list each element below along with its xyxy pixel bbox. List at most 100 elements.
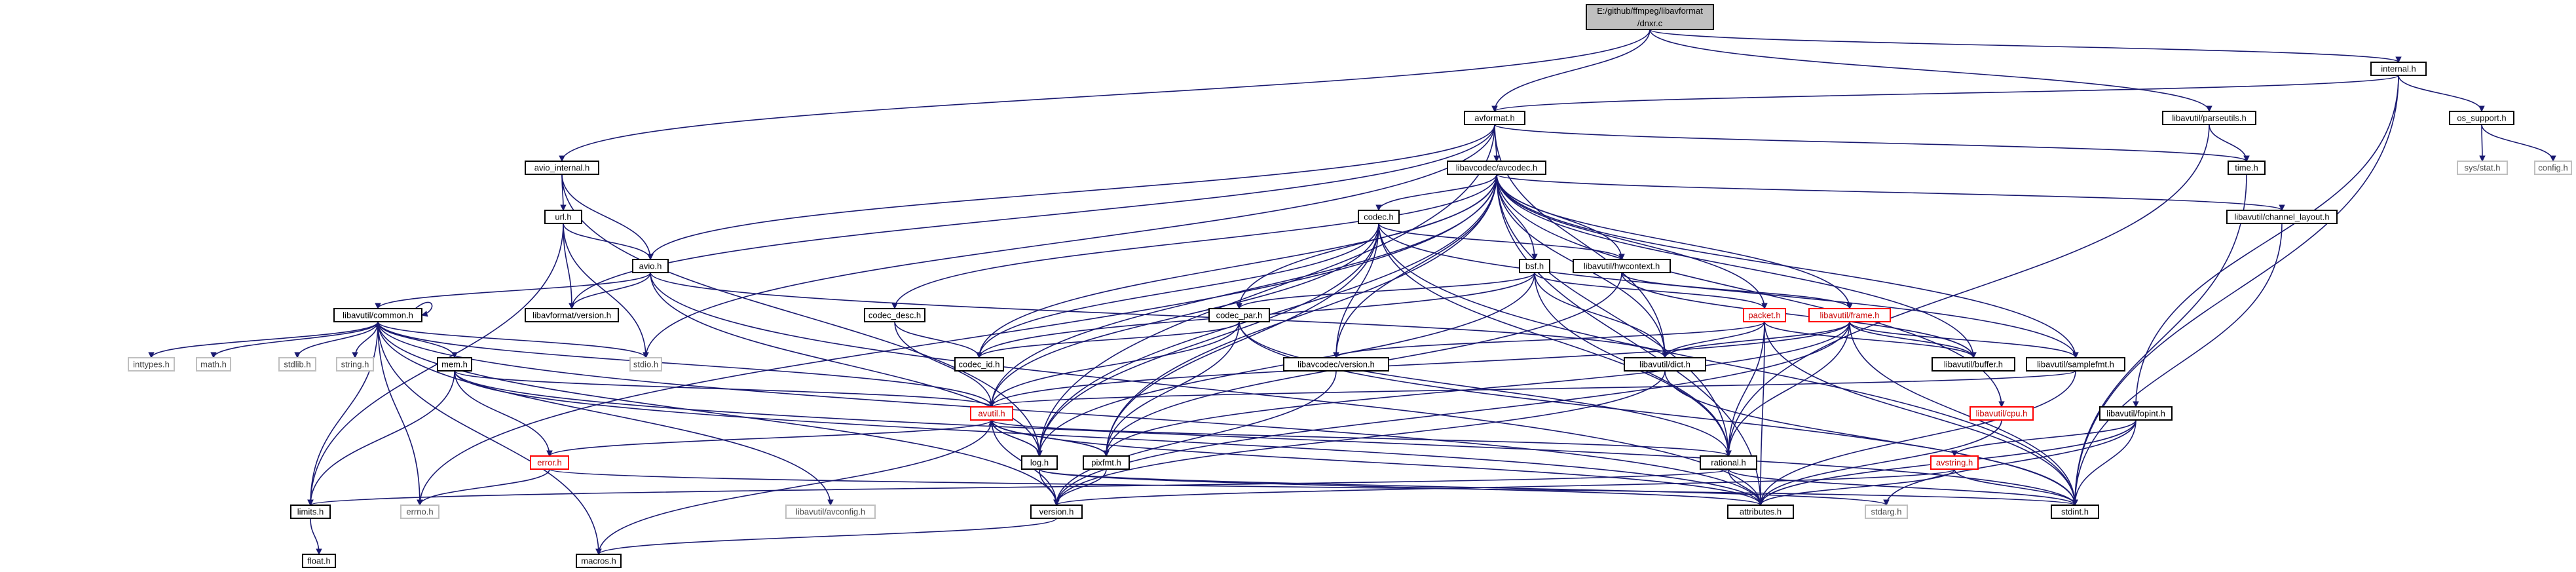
node-box <box>1624 357 1706 372</box>
edge-rational-to-attributes <box>1728 468 1764 506</box>
node-macros[interactable]: macros.h <box>576 554 622 568</box>
node-string[interactable]: string.h <box>336 357 374 372</box>
node-codec_desc[interactable]: codec_desc.h <box>864 308 925 322</box>
edge-internal-to-avformat <box>1491 75 2399 112</box>
node-hwcontext[interactable]: libavutil/hwcontext.h <box>1573 259 1671 273</box>
edge-avstring-to-stdint <box>1954 468 2078 506</box>
node-box <box>128 357 175 372</box>
node-box <box>1283 357 1389 372</box>
edge-avio-to-attributes <box>650 272 1764 506</box>
node-math[interactable]: math.h <box>196 357 231 372</box>
node-codec_par[interactable]: codec_par.h <box>1208 308 1270 322</box>
edge-packet-to-buffer <box>1764 321 1977 358</box>
edge-codec_par-to-rational <box>1239 321 1732 457</box>
node-avconfig[interactable]: libavutil/avconfig.h <box>785 505 876 519</box>
edge-avcodec-to-attributes <box>1496 174 1764 506</box>
node-label: sys/stat.h <box>2465 162 2501 172</box>
node-box <box>2534 161 2572 175</box>
node-samplefmt[interactable]: libavutil/samplefmt.h <box>2026 357 2125 372</box>
node-codec[interactable]: codec.h <box>1358 210 1400 224</box>
node-bsf[interactable]: bsf.h <box>1519 259 1550 273</box>
node-attributes[interactable]: attributes.h <box>1727 505 1794 519</box>
edge-avio_internal-to-avio <box>561 174 654 260</box>
node-label: libavutil/frame.h <box>1820 310 1879 320</box>
edge-codec-to-pixfmt <box>1103 223 1379 457</box>
node-codec_id[interactable]: codec_id.h <box>954 357 1004 372</box>
node-label: math.h <box>200 359 227 369</box>
node-version[interactable]: version.h <box>1030 505 1083 519</box>
node-avio_internal[interactable]: avio_internal.h <box>525 161 599 175</box>
node-label: libavutil/dict.h <box>1639 359 1690 369</box>
node-float[interactable]: float.h <box>302 554 336 568</box>
node-buffer[interactable]: libavutil/buffer.h <box>1932 357 2015 372</box>
node-label: bsf.h <box>1525 261 1544 271</box>
node-label: stdlib.h <box>284 359 310 369</box>
edge-root-to-internal <box>1649 29 2402 63</box>
node-packet[interactable]: packet.h <box>1743 308 1786 322</box>
node-label: codec_desc.h <box>868 310 921 320</box>
node-label: libavutil/parseutils.h <box>2172 113 2246 123</box>
node-time[interactable]: time.h <box>2228 161 2266 175</box>
node-sysstat[interactable]: sys/stat.h <box>2457 161 2508 175</box>
node-inttypes[interactable]: inttypes.h <box>128 357 175 372</box>
node-avstring[interactable]: avstring.h <box>1930 455 1979 470</box>
node-errno[interactable]: errno.h <box>400 505 439 519</box>
edge-mem-to-error <box>454 370 553 457</box>
node-box <box>970 406 1013 421</box>
node-config[interactable]: config.h <box>2534 161 2572 175</box>
edge-error-to-stdint <box>549 468 2078 506</box>
node-box <box>290 505 331 519</box>
node-url[interactable]: url.h <box>544 210 582 224</box>
node-box <box>530 455 569 470</box>
edge-fopint-to-stdint <box>2072 419 2137 506</box>
edge-common-to-macros <box>377 321 602 555</box>
node-dict[interactable]: libavutil/dict.h <box>1624 357 1706 372</box>
node-avcodec[interactable]: libavcodec/avcodec.h <box>1447 161 1546 175</box>
node-stdio[interactable]: stdio.h <box>629 357 662 372</box>
edge-packet-to-rational <box>1725 321 1765 457</box>
node-box <box>525 161 599 175</box>
edge-frame-to-avutil <box>988 321 1850 408</box>
node-common[interactable]: libavutil/common.h <box>333 308 422 322</box>
node-stdarg[interactable]: stdarg.h <box>1865 505 1908 519</box>
node-label: codec.h <box>1364 212 1394 221</box>
node-mem[interactable]: mem.h <box>437 357 472 372</box>
node-log[interactable]: log.h <box>1021 455 1058 470</box>
node-box <box>1727 505 1794 519</box>
node-frame[interactable]: libavutil/frame.h <box>1808 308 1891 322</box>
node-limits[interactable]: limits.h <box>290 505 331 519</box>
node-avio[interactable]: avio.h <box>632 259 669 273</box>
edge-log-to-stdarg <box>1039 468 1890 506</box>
node-avutil[interactable]: avutil.h <box>970 406 1013 421</box>
edge-dict-to-stdint <box>1664 370 2078 506</box>
node-parseutils[interactable]: libavutil/parseutils.h <box>2162 111 2256 125</box>
edge-avcodec-to-frame <box>1496 174 1853 309</box>
node-pixfmt[interactable]: pixfmt.h <box>1083 455 1130 470</box>
node-label: error.h <box>537 457 562 467</box>
node-avformat[interactable]: avformat.h <box>1464 111 1525 125</box>
edge-codec_par-to-codec_id <box>976 321 1240 358</box>
node-stdlib[interactable]: stdlib.h <box>278 357 316 372</box>
node-root[interactable]: E:/github/ffmpeg/libavformat/dnxr.c <box>1586 4 1714 30</box>
node-fopint[interactable]: libavutil/fopint.h <box>2099 406 2173 421</box>
edge-avcodec-to-packet <box>1496 174 1768 309</box>
edge-hwcontext-to-frame <box>1621 272 1853 309</box>
node-error[interactable]: error.h <box>530 455 569 470</box>
node-cpu[interactable]: libavutil/cpu.h <box>1969 406 2034 421</box>
node-stdint[interactable]: stdint.h <box>2051 505 2099 519</box>
node-lcversion[interactable]: libavcodec/version.h <box>1283 357 1389 372</box>
node-label: stdarg.h <box>1871 506 1902 516</box>
node-lfversion[interactable]: libavformat/version.h <box>525 308 619 322</box>
node-channel_layout[interactable]: libavutil/channel_layout.h <box>2226 210 2338 224</box>
node-box <box>1573 259 1671 273</box>
node-internal[interactable]: internal.h <box>2370 62 2427 76</box>
node-label: libavutil/fopint.h <box>2106 408 2165 418</box>
edge-bsf-to-dict <box>1534 272 1668 358</box>
node-label: limits.h <box>297 506 324 516</box>
node-label: url.h <box>555 212 571 221</box>
node-label: libavutil/common.h <box>343 310 413 320</box>
edge-packet-to-dict <box>1662 321 1765 358</box>
node-os_support[interactable]: os_support.h <box>2449 111 2514 125</box>
node-label: avutil.h <box>978 408 1005 418</box>
node-rational[interactable]: rational.h <box>1700 455 1757 470</box>
